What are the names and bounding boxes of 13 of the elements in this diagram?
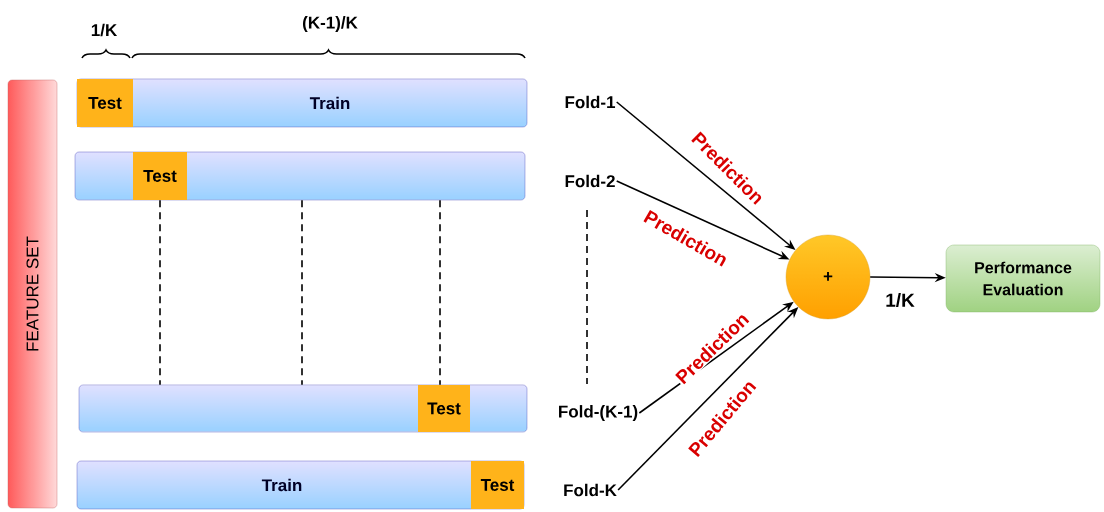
test-segment: Test [418,385,470,432]
brace-label: 1/K [91,23,118,37]
test-segment: Test [77,79,133,127]
side-band: FEATURE SET [7,79,58,509]
test-segment: Test [133,152,187,200]
brace-label: (K-1)/K [303,16,358,32]
test-segment: Test [471,461,524,509]
fold-label: Fold-2 [565,174,615,188]
fold-label: Fold-1 [565,95,616,109]
edge-label: 1/K [884,291,916,309]
fold-label: Fold-(K-1) [559,405,638,421]
fold-label: Fold-K [564,483,617,497]
process-box: Performance Evaluation [945,244,1101,313]
